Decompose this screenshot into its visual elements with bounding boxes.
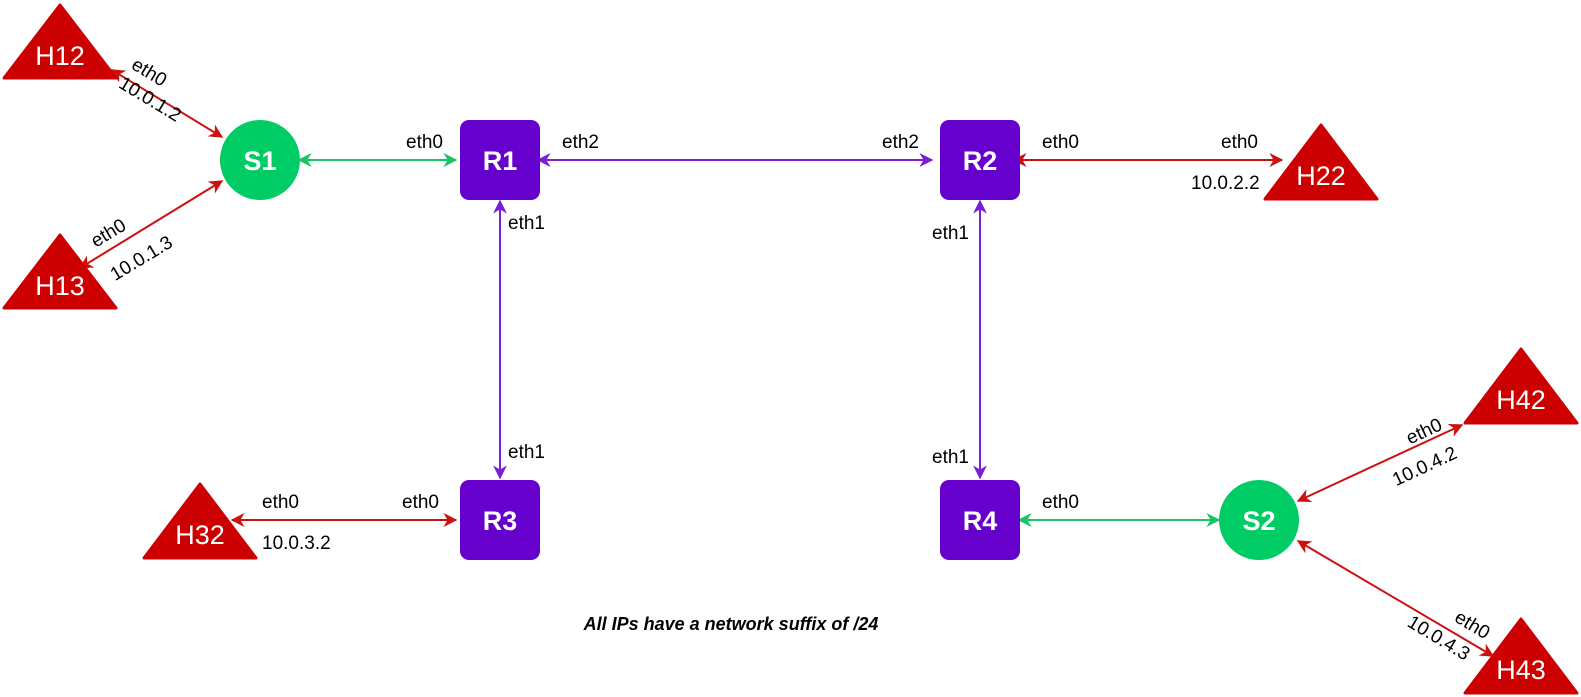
r4-eth0-label: eth0 bbox=[1042, 492, 1079, 513]
router-r1: R1 bbox=[460, 120, 540, 200]
switch-s1: S1 bbox=[220, 120, 300, 200]
r3-eth1-label: eth1 bbox=[508, 442, 545, 463]
h32-ip-label: 10.0.3.2 bbox=[262, 533, 331, 554]
r1-eth0-label: eth0 bbox=[406, 132, 443, 153]
h22-ip-label: 10.0.2.2 bbox=[1191, 173, 1260, 194]
router-r4: R4 bbox=[940, 480, 1020, 560]
host-h43: H43 bbox=[1463, 617, 1579, 695]
router-r2: R2 bbox=[940, 120, 1020, 200]
switch-s1-label: S1 bbox=[243, 146, 276, 176]
link-s2-h43 bbox=[1296, 540, 1495, 657]
r4-eth1-label: eth1 bbox=[932, 447, 969, 468]
host-h12-label: H12 bbox=[35, 41, 85, 71]
r1-eth1-label: eth1 bbox=[508, 213, 545, 234]
host-h22: H22 bbox=[1263, 123, 1379, 201]
h42-ip-label: 10.0.4.2 bbox=[1389, 443, 1460, 491]
host-h43-label: H43 bbox=[1496, 655, 1546, 685]
router-r4-label: R4 bbox=[963, 506, 998, 536]
host-h42: H42 bbox=[1463, 347, 1579, 425]
router-r3: R3 bbox=[460, 480, 540, 560]
link-h12-s1 bbox=[110, 69, 224, 138]
network-suffix-note: All IPs have a network suffix of /24 bbox=[583, 614, 879, 634]
switch-s2-label: S2 bbox=[1242, 506, 1275, 536]
host-h22-label: H22 bbox=[1296, 161, 1346, 191]
host-h42-label: H42 bbox=[1496, 385, 1546, 415]
r1-eth2-label: eth2 bbox=[562, 132, 599, 153]
router-r1-label: R1 bbox=[483, 146, 518, 176]
host-h32: H32 bbox=[142, 482, 258, 560]
host-h12: H12 bbox=[2, 3, 118, 80]
r3-eth0-label: eth0 bbox=[402, 492, 439, 513]
host-h13: H13 bbox=[2, 233, 118, 310]
router-r2-label: R2 bbox=[963, 146, 998, 176]
h13-eth-label: eth0 bbox=[87, 215, 130, 252]
link-h13-s1 bbox=[78, 180, 224, 269]
link-s2-h42 bbox=[1296, 423, 1464, 503]
host-h32-label: H32 bbox=[175, 520, 225, 550]
h42-eth-label: eth0 bbox=[1403, 415, 1445, 450]
r2-eth0-label: eth0 bbox=[1042, 132, 1079, 153]
switch-s2: S2 bbox=[1219, 480, 1299, 560]
h22-eth-label: eth0 bbox=[1221, 132, 1258, 153]
router-r3-label: R3 bbox=[483, 506, 518, 536]
h32-eth-label: eth0 bbox=[262, 492, 299, 513]
r2-eth2-label: eth2 bbox=[882, 132, 919, 153]
host-h13-label: H13 bbox=[35, 271, 85, 301]
r2-eth1-label: eth1 bbox=[932, 223, 969, 244]
